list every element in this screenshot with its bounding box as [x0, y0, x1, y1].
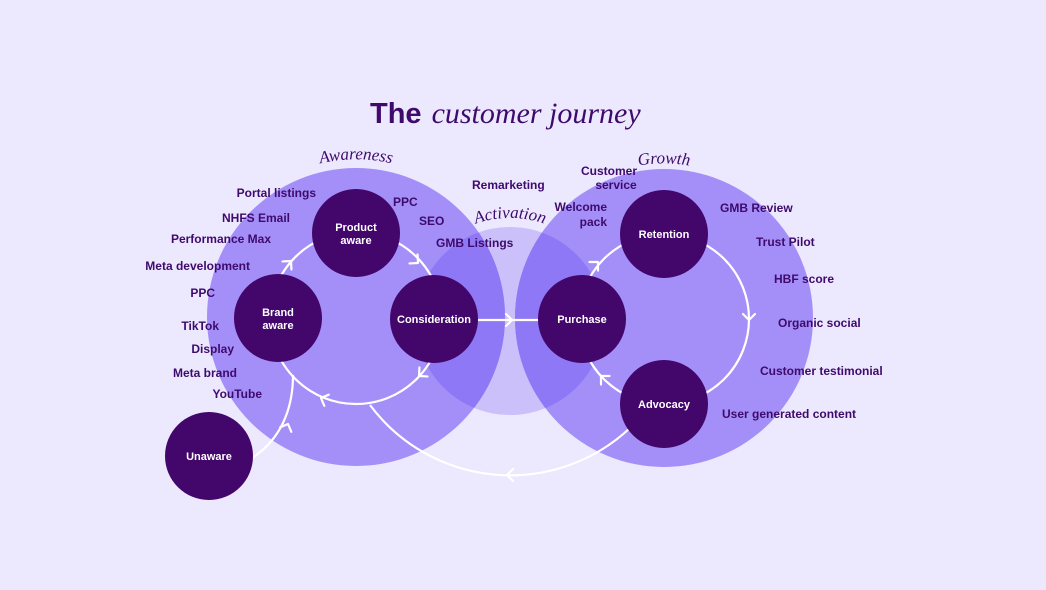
- stage-label-growth: Growth: [637, 148, 692, 169]
- advocacy-return-arc: [369, 404, 631, 477]
- arrow-icon: [504, 312, 514, 328]
- channel-label: YouTube: [212, 387, 262, 401]
- node-label: Brand: [262, 307, 294, 319]
- node-advocacy: Advocacy: [620, 360, 708, 448]
- node-label: aware: [340, 235, 371, 247]
- channel-label: User generated content: [722, 407, 856, 421]
- arrow-icon: [599, 374, 611, 386]
- node-unaware: Unaware: [165, 412, 253, 500]
- arrow-icon: [281, 259, 293, 271]
- arrow-icon: [588, 260, 600, 272]
- node-label: Retention: [639, 229, 690, 241]
- channel-label: SEO: [419, 214, 444, 228]
- node-consideration: Consideration: [390, 275, 478, 363]
- channel-label: GMB Listings: [436, 236, 514, 250]
- channel-label: Organic social: [778, 316, 861, 330]
- awareness-stage-circle: [207, 168, 505, 466]
- stage-label-awareness: Awareness: [316, 144, 395, 167]
- channel-label: service: [595, 178, 637, 192]
- node-label: aware: [262, 320, 293, 332]
- arrow-icon: [279, 422, 293, 433]
- channel-label: NHFS Email: [222, 211, 290, 225]
- node-label: Consideration: [397, 314, 471, 326]
- channel-label: Meta brand: [173, 366, 237, 380]
- channel-label: PPC: [393, 195, 418, 209]
- arrow-icon: [505, 467, 515, 483]
- node-product-aware: Product aware: [312, 189, 400, 277]
- node-retention: Retention: [620, 190, 708, 278]
- title-bold: The: [370, 98, 422, 130]
- channel-label: HBF score: [774, 272, 834, 286]
- growth-stage-circle: [515, 169, 813, 467]
- channel-label: Portal listings: [237, 186, 317, 200]
- node-label: Advocacy: [638, 399, 691, 411]
- node-brand-aware: Brand aware: [234, 274, 322, 362]
- node-label: Purchase: [557, 314, 607, 326]
- channel-label: Welcome: [555, 200, 608, 214]
- awareness-activation-overlap: [416, 227, 505, 415]
- channel-label: Display: [191, 342, 234, 356]
- stage-label-activation: Activation: [470, 203, 548, 228]
- arrow-icon: [319, 393, 330, 407]
- node-purchase: Purchase: [538, 275, 626, 363]
- arrow-icon: [741, 312, 757, 322]
- arrow-icon: [417, 366, 429, 378]
- node-label: Unaware: [186, 451, 232, 463]
- page-title: The customer journey: [370, 97, 641, 130]
- activation-growth-overlap: [515, 227, 604, 415]
- channel-label: Trust Pilot: [756, 235, 815, 249]
- channel-label: Customer testimonial: [760, 364, 883, 378]
- channel-label: Customer: [581, 164, 637, 178]
- title-italic: customer journey: [432, 97, 642, 130]
- unaware-connector: [251, 374, 295, 459]
- channel-label: Remarketing: [472, 178, 545, 192]
- channel-label: PPC: [190, 286, 215, 300]
- arrow-icon: [408, 253, 420, 265]
- node-label: Product: [335, 222, 377, 234]
- channel-label: TikTok: [181, 319, 219, 333]
- channel-label: pack: [580, 215, 608, 229]
- channel-label: Meta development: [145, 259, 250, 273]
- channel-label: Performance Max: [171, 232, 271, 246]
- channel-label: GMB Review: [720, 201, 793, 215]
